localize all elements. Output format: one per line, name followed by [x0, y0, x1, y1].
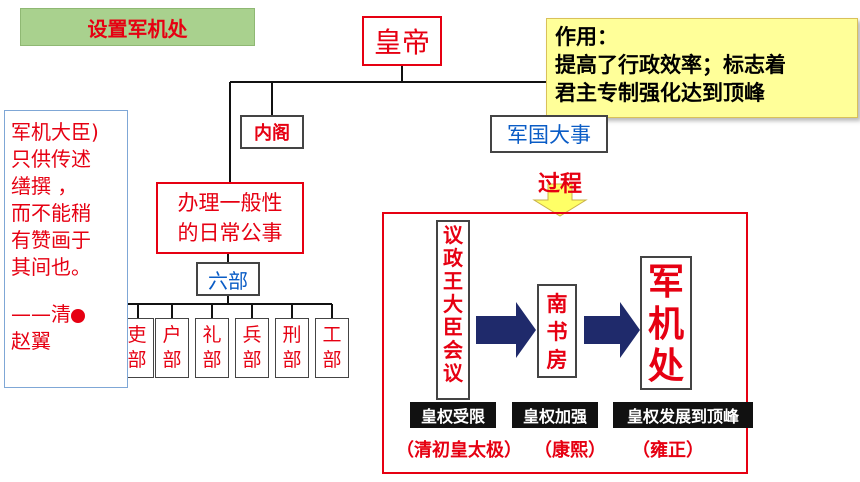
- function-line-1: 提高了行政效率；标志着: [555, 53, 786, 77]
- dept-li-rites: 礼部: [195, 318, 229, 378]
- zhao-yi-quote: 军机大臣) 只供传述 缮撰 ， 而不能稍 有赞画于 其间也。 ——清 赵翼: [4, 110, 128, 388]
- dept-gong: 工部: [315, 318, 349, 378]
- neige-box: 内阁: [240, 115, 304, 149]
- function-line-2: 君主专制强化达到顶峰: [555, 81, 765, 105]
- six-ministries-box: 六部: [196, 262, 260, 296]
- era-kangxi: （康熙）: [534, 440, 606, 461]
- dept-hu: 户部: [155, 318, 189, 378]
- label-power-limited: 皇权受限: [410, 402, 496, 428]
- daily-line-1: 办理一般性: [177, 191, 283, 215]
- southern-study-box: 南书房: [537, 284, 577, 378]
- arrow-right-2: [584, 302, 640, 358]
- emperor-box: 皇帝: [362, 16, 442, 66]
- military-affairs-box: 军国大事: [490, 115, 608, 153]
- process-down-arrow: [532, 183, 588, 217]
- label-power-strengthened: 皇权加强: [512, 402, 598, 428]
- grand-council-box: 军机处: [640, 256, 692, 390]
- daily-line-2: 的日常公事: [177, 221, 283, 245]
- deliberative-council-box: 议政王 大臣会 议: [436, 220, 470, 400]
- era-huangtaiji: （清初皇太极）: [396, 440, 522, 461]
- era-yongzheng: （雍正）: [632, 440, 704, 461]
- process-frame: [382, 212, 748, 474]
- page-title: 设置军机处: [20, 8, 255, 46]
- dept-xing: 刑部: [275, 318, 309, 378]
- process-label: 过程: [537, 172, 582, 197]
- bullet-dot: [71, 308, 85, 323]
- function-note: 作用： 提高了行政效率；标志着 君主专制强化达到顶峰: [546, 18, 858, 118]
- arrow-right-1: [476, 302, 536, 358]
- daily-affairs-box: 办理一般性 的日常公事: [156, 182, 304, 254]
- dept-bing: 兵部: [235, 318, 269, 378]
- function-heading: 作用：: [555, 25, 618, 49]
- label-power-peak: 皇权发展到顶峰: [613, 402, 753, 428]
